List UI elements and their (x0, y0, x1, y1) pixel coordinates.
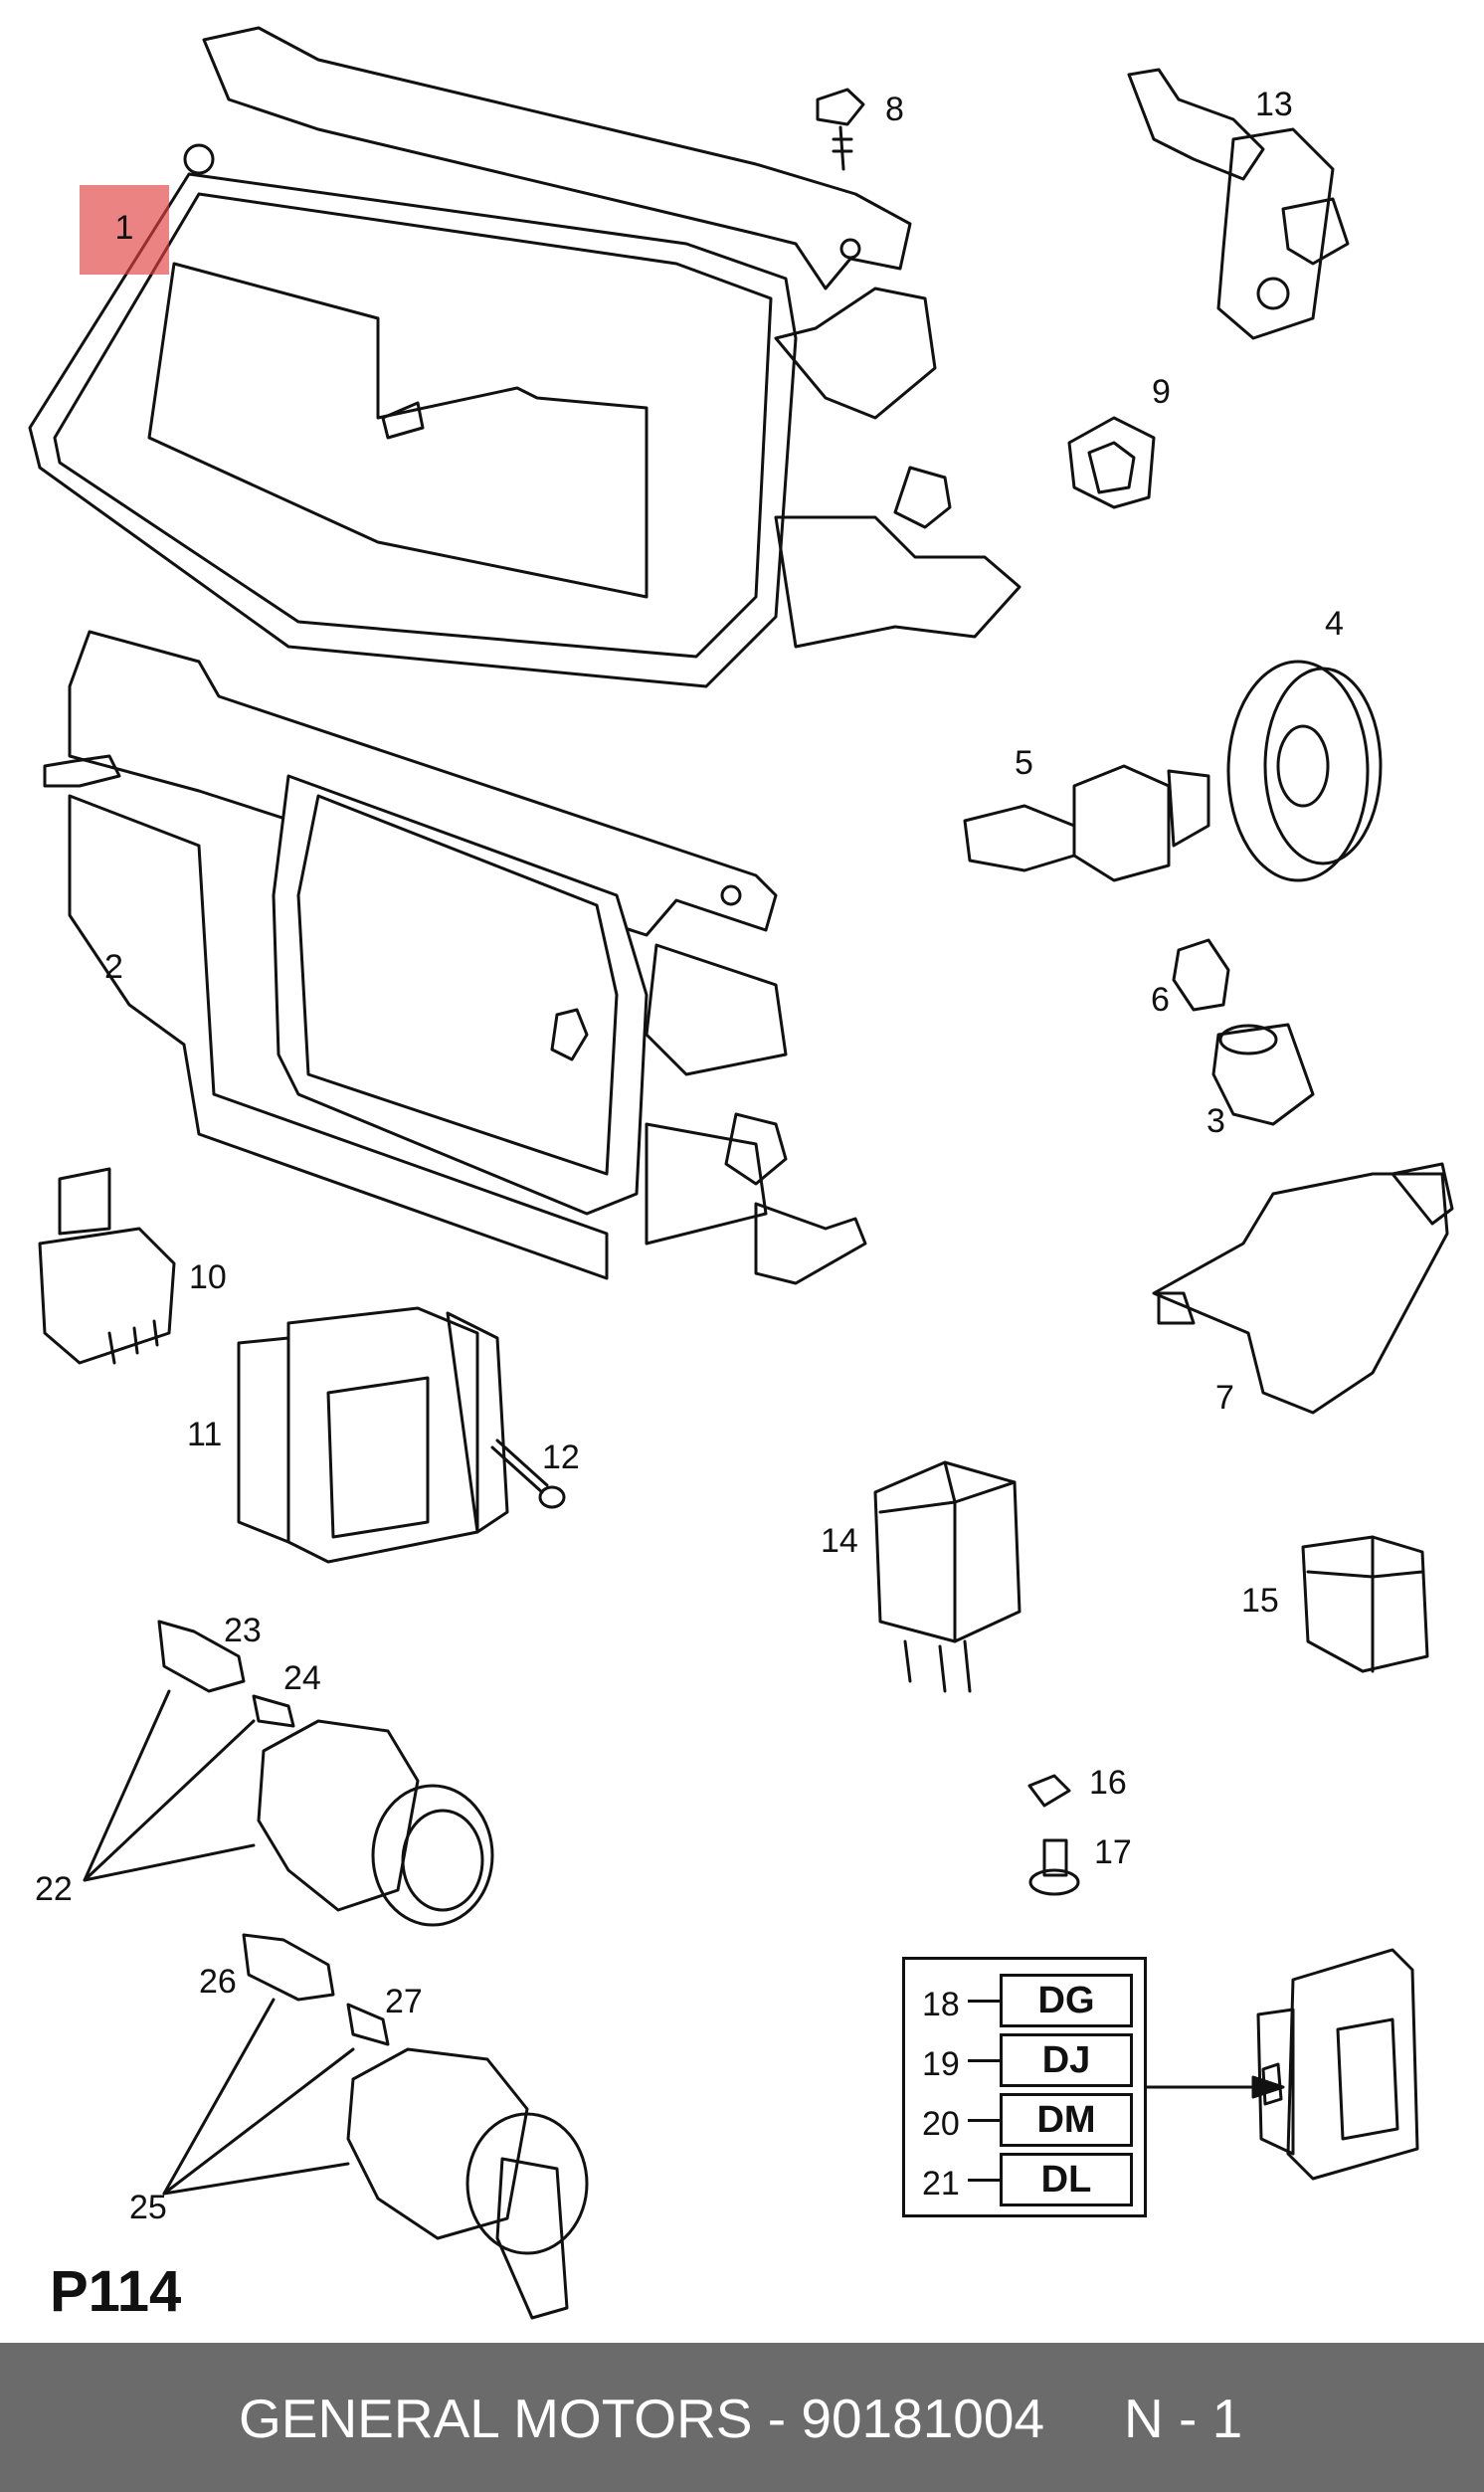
callout-26: 26 (199, 1963, 237, 2001)
row-number: 21 (922, 2165, 960, 2203)
headlamp-housing-part (43, 630, 867, 1285)
relay-part-10 (38, 1167, 176, 1365)
relay-part-14 (873, 1460, 1021, 1693)
callout-25: 25 (129, 2189, 167, 2226)
variant-code: DJ (1000, 2033, 1133, 2087)
screw-part-17 (1028, 1838, 1080, 1896)
light-switch-part-25 (242, 1933, 589, 2320)
variant-code: DL (1000, 2153, 1133, 2206)
parts-diagram (28, 26, 1454, 2320)
screw-part-8 (816, 88, 865, 171)
footer-part-number: GENERAL MOTORS - 90181004 (239, 2388, 1045, 2449)
row-number: 20 (922, 2105, 960, 2143)
row-connector (968, 2000, 1000, 2003)
table-row: 18 DG (902, 1970, 1147, 2029)
table-row: 20 DM (902, 2089, 1147, 2149)
callout-12: 12 (542, 1438, 580, 1476)
bolt-part-12 (490, 1438, 566, 1509)
callout-13: 13 (1255, 86, 1293, 123)
light-switch-part-22 (157, 1620, 494, 1927)
bulb-part-5 (963, 764, 1210, 882)
row-connector (968, 2119, 1000, 2122)
row-number: 18 (922, 1986, 960, 2023)
highlighted-part-marker: 1 (80, 185, 169, 275)
row-number: 19 (922, 2045, 960, 2083)
callout-6: 6 (1151, 981, 1170, 1019)
callout-22: 22 (35, 1870, 73, 1908)
page-code: P114 (50, 2259, 182, 2324)
connector-part-9 (1067, 416, 1156, 509)
callout-10: 10 (189, 1258, 227, 1296)
table-row: 19 DJ (902, 2029, 1147, 2089)
row-connector (968, 2179, 1000, 2182)
callout-8: 8 (885, 91, 904, 128)
callout-1: 1 (114, 209, 134, 247)
callout-7: 7 (1215, 1379, 1234, 1417)
callout-5: 5 (1015, 744, 1033, 782)
callout-15: 15 (1241, 1582, 1279, 1620)
cap-part-4 (1226, 660, 1383, 882)
table-row: 21 DL (902, 2149, 1147, 2208)
variant-code-table (902, 1957, 1147, 2217)
callout-14: 14 (821, 1522, 858, 1560)
callout-27: 27 (385, 1983, 423, 2020)
leveling-motor-part-7 (1152, 1162, 1454, 1415)
callout-16: 16 (1089, 1764, 1127, 1802)
leader-lines (83, 1689, 355, 2196)
footer-bar: GENERAL MOTORS - 90181004 N - 1 (0, 2343, 1484, 2492)
row-connector (968, 2059, 1000, 2062)
small-bulb-part-6 (1172, 938, 1230, 1012)
transformer-part-11 (237, 1306, 509, 1564)
callout-9: 9 (1152, 373, 1171, 411)
callout-11: 11 (187, 1416, 223, 1453)
clip-part-16 (1027, 1774, 1071, 1808)
callout-24: 24 (283, 1659, 321, 1697)
bulb-holder-part-13 (1127, 68, 1350, 340)
bulb-socket-part-3 (1211, 1023, 1315, 1126)
callout-2: 2 (104, 948, 123, 986)
variant-code: DM (1000, 2093, 1133, 2147)
callout-23: 23 (224, 1612, 262, 1649)
callout-4: 4 (1325, 605, 1344, 643)
variant-code: DG (1000, 1974, 1133, 2027)
callout-17: 17 (1094, 1833, 1132, 1871)
relay-part-15 (1301, 1535, 1429, 1673)
headlamp-lens-part (28, 26, 1021, 688)
footer-quantity: N - 1 (1124, 2388, 1243, 2449)
callout-3: 3 (1206, 1102, 1225, 1140)
switch-assembly-part-18-21 (1256, 1948, 1419, 2181)
